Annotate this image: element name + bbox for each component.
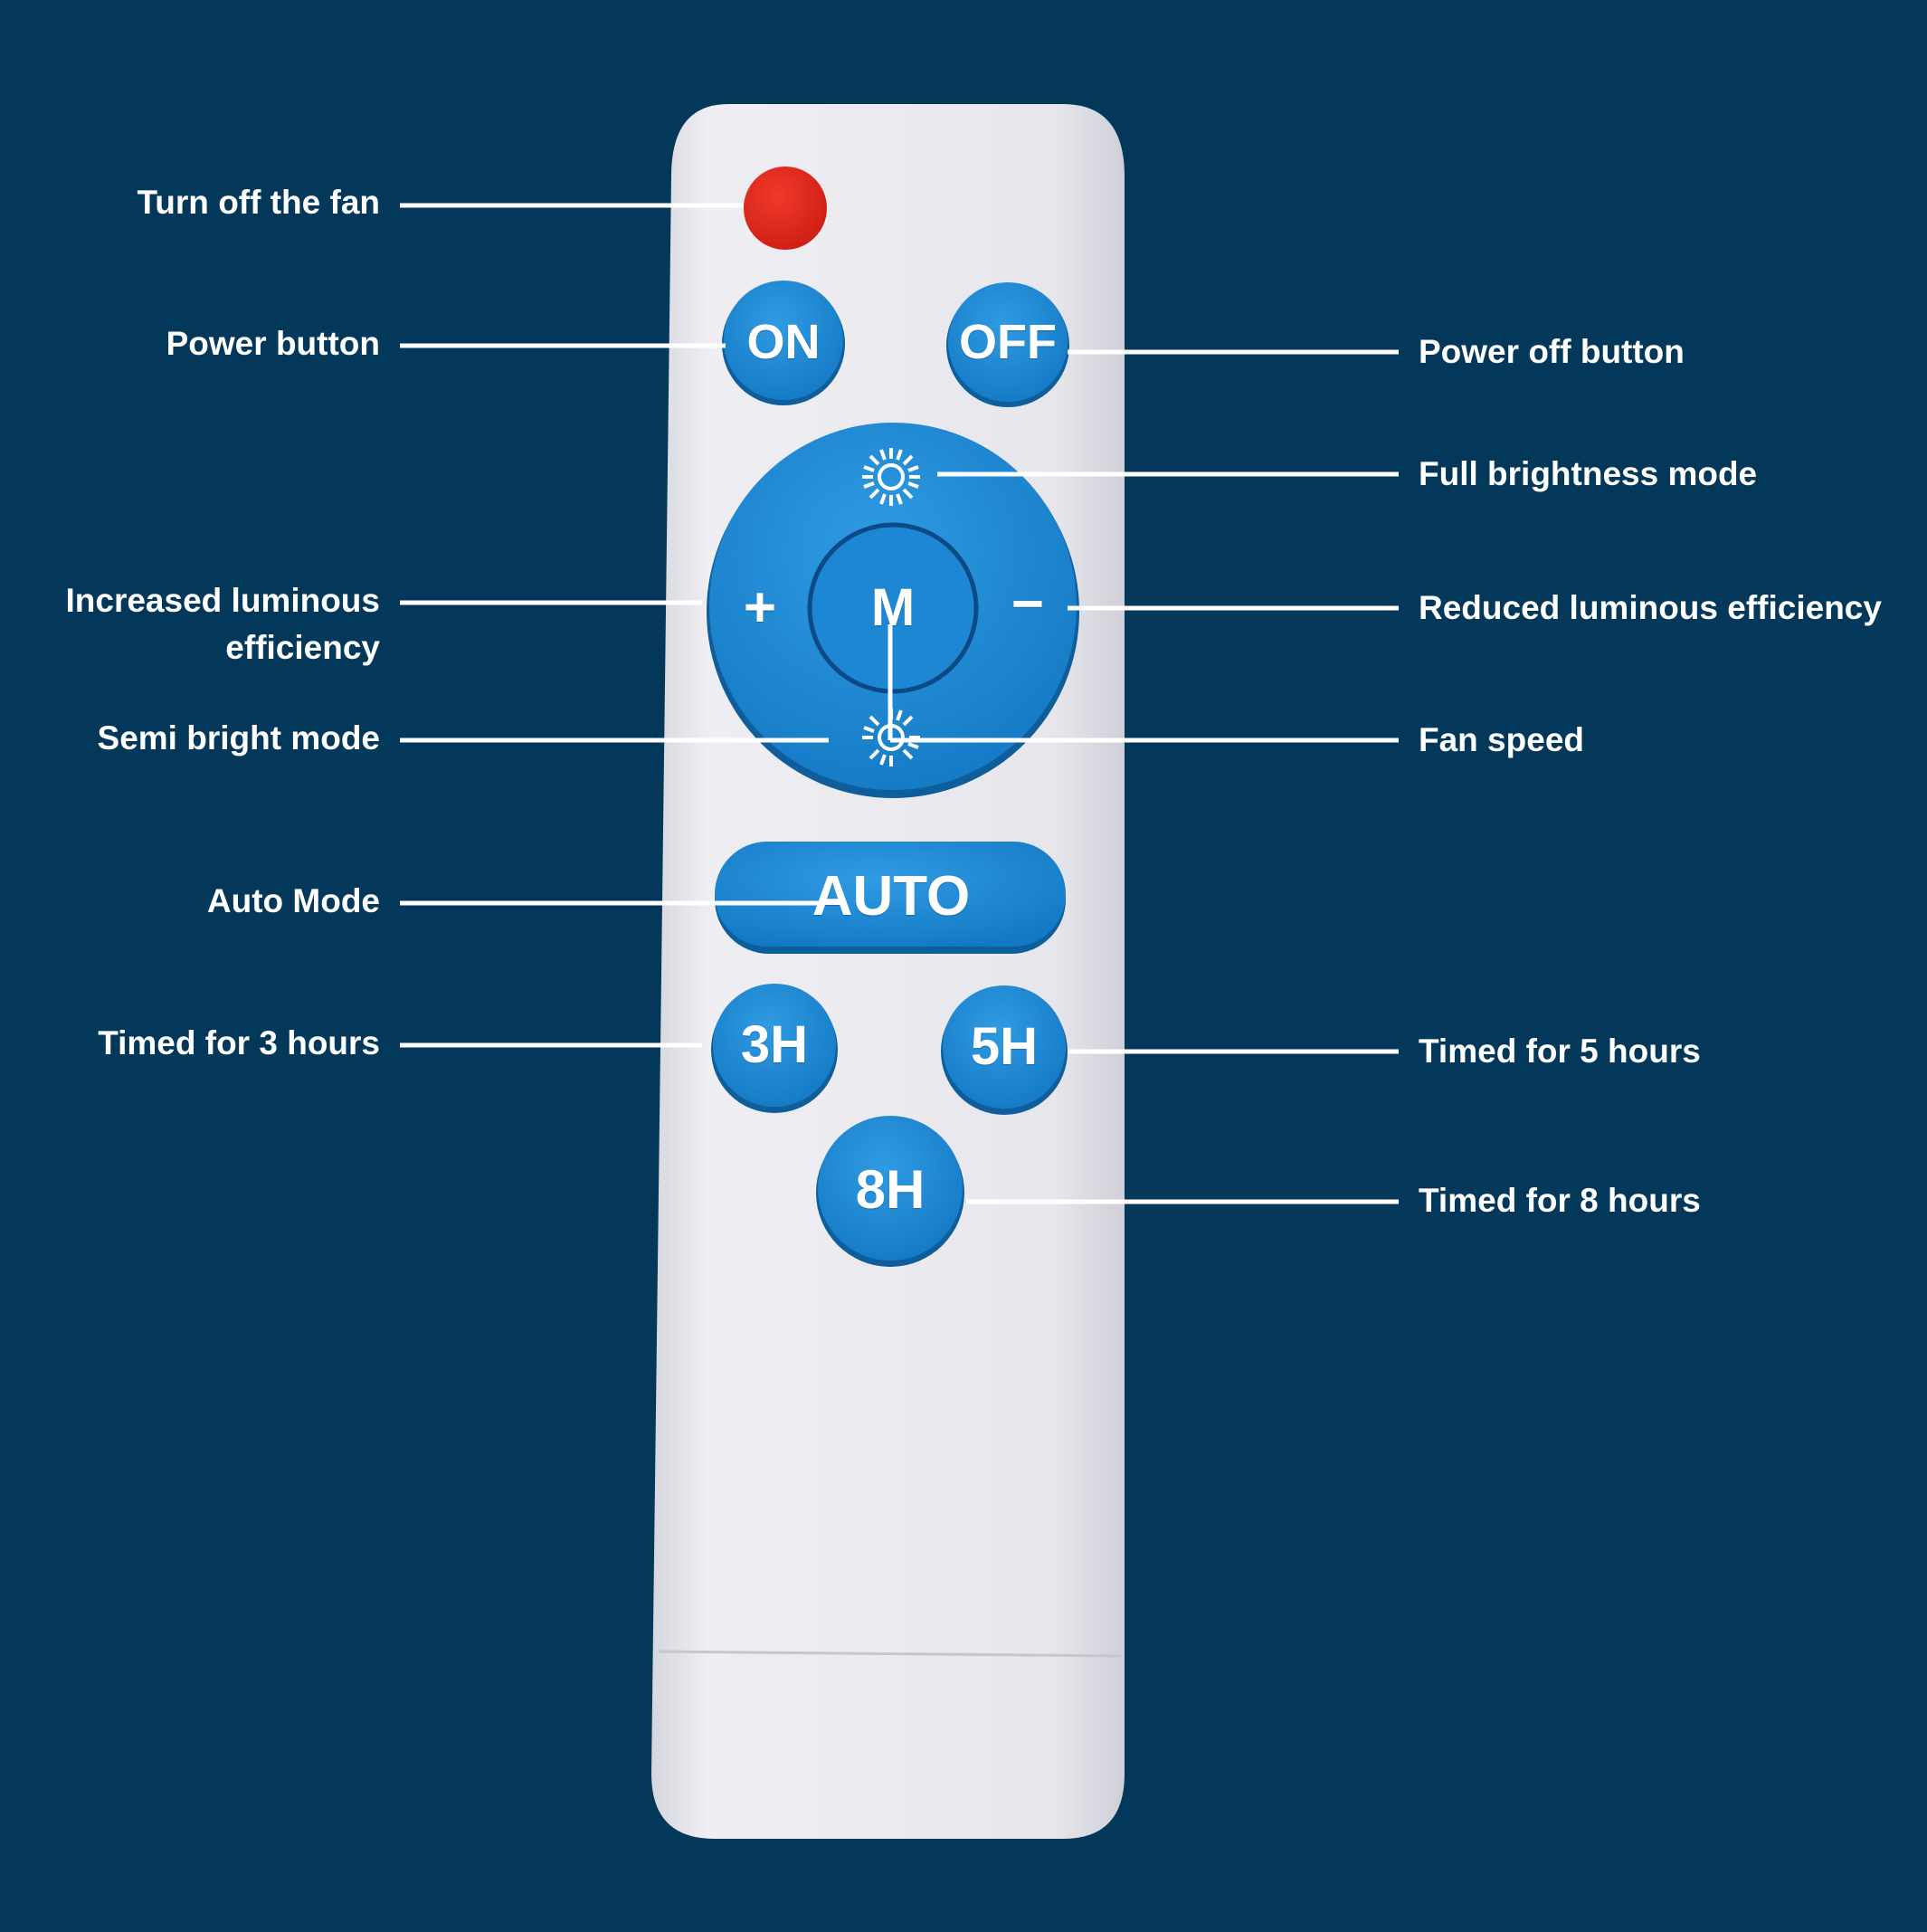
label-power-button: Power button	[166, 325, 380, 362]
label-power-off: Power off button	[1419, 333, 1685, 370]
label-full-brightness: Full brightness mode	[1419, 455, 1758, 492]
mode-button[interactable]	[807, 522, 979, 694]
timer-8h-label: 8H	[855, 1159, 926, 1220]
off-button-label: OFF	[959, 315, 1057, 369]
semi-bright-sun-icon[interactable]	[862, 709, 920, 766]
label-increased-luminous-1: Increased luminous	[65, 582, 381, 619]
mode-button-label: M	[870, 578, 916, 637]
minus-button[interactable]: −	[1011, 573, 1045, 635]
label-semi-bright: Semi bright mode	[97, 719, 380, 757]
plus-button[interactable]: +	[743, 576, 777, 639]
label-turn-off-fan: Turn off the fan	[137, 184, 380, 221]
on-button-label: ON	[746, 315, 821, 369]
label-auto-mode: Auto Mode	[206, 882, 380, 919]
label-fan-speed: Fan speed	[1419, 721, 1584, 758]
timer-5h-label: 5H	[970, 1017, 1039, 1076]
battery-seam	[658, 1650, 1123, 1658]
label-timed-8: Timed for 8 hours	[1419, 1182, 1701, 1219]
label-timed-5: Timed for 5 hours	[1419, 1033, 1701, 1070]
full-brightness-sun-icon[interactable]	[862, 448, 920, 506]
label-timed-3: Timed for 3 hours	[98, 1024, 380, 1061]
auto-button-label: AUTO	[812, 865, 971, 928]
fan-off-button[interactable]	[744, 167, 827, 250]
label-reduced-luminous: Reduced luminous efficiency	[1419, 589, 1882, 626]
timer-3h-label: 3H	[740, 1015, 809, 1074]
label-increased-luminous-2: efficiency	[225, 629, 380, 666]
